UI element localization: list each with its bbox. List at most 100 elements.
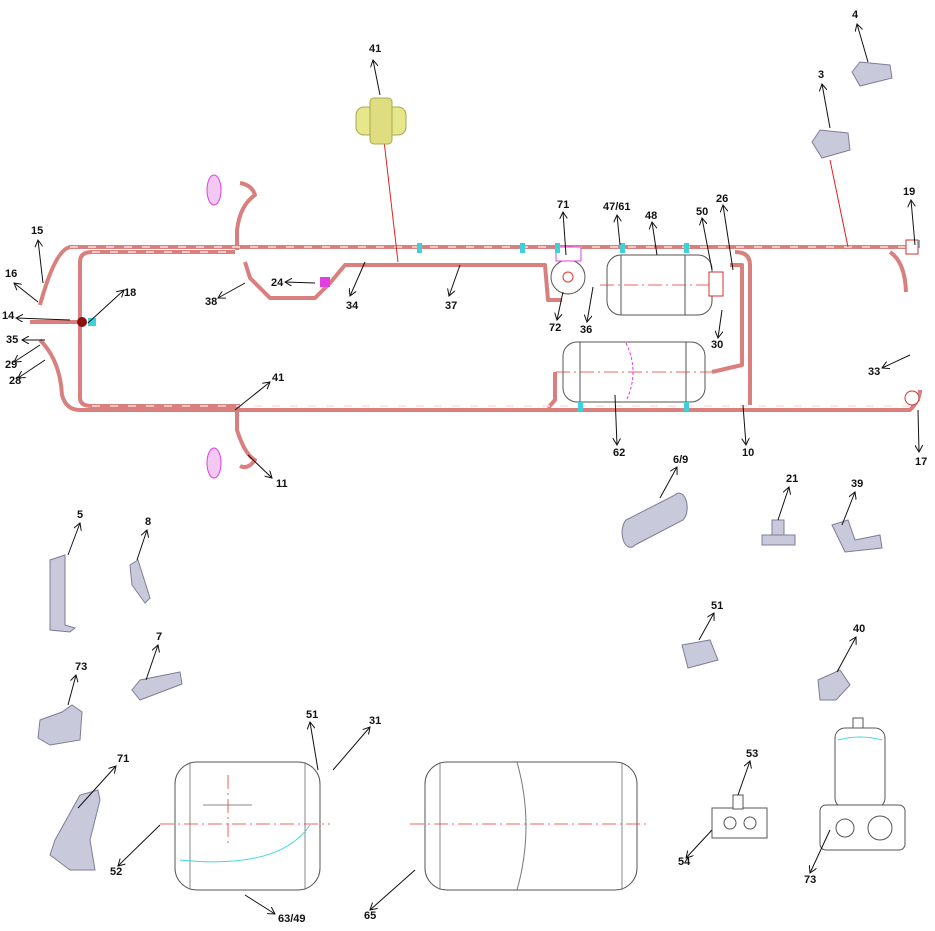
callout-arrow: [244, 894, 275, 914]
valve-block-53: [711, 794, 768, 839]
fitting-24: [320, 277, 330, 287]
callout-arrow: [652, 222, 658, 256]
callout-arrow: [563, 212, 566, 256]
callout-label: 29: [5, 359, 17, 371]
callout-arrow: [18, 359, 46, 378]
callout-label: 47/61: [603, 201, 631, 213]
callout-arrow: [16, 318, 71, 320]
callout-label: 54: [678, 856, 691, 868]
callout-arrow: [743, 404, 746, 445]
callout-label: 21: [786, 473, 798, 485]
block-4: [851, 61, 893, 87]
callout-arrow: [14, 344, 41, 362]
callout-label: 6/9: [673, 454, 688, 466]
callout-label: 26: [716, 193, 728, 205]
callout-arrow: [882, 354, 911, 368]
callout-arrow: [38, 240, 44, 284]
callout-label: 53: [746, 748, 758, 760]
callout-label: 33: [868, 366, 880, 378]
callout-label: 28: [9, 375, 21, 387]
callout-label: 34: [346, 300, 359, 312]
callout-label: 19: [903, 186, 915, 198]
callout-label: 37: [445, 300, 457, 312]
valve-17: [904, 390, 920, 406]
callout-arrow: [686, 829, 713, 858]
callout-label: 40: [853, 623, 865, 635]
callout-arrow: [218, 282, 246, 298]
callout-label: 17: [915, 456, 927, 468]
callout-label: 10: [742, 447, 754, 459]
callout-arrow: [247, 454, 272, 478]
callout-arrow: [617, 215, 620, 246]
callout-label: 48: [645, 210, 657, 222]
bracket-5: [49, 554, 77, 633]
callout-arrow: [918, 409, 919, 452]
callout-arrow: [14, 283, 39, 303]
callout-arrow: [841, 492, 855, 526]
callout-arrow: [373, 60, 381, 96]
callout-arrow: [332, 727, 370, 771]
callout-arrow: [67, 523, 80, 556]
tank-48: [600, 254, 718, 316]
callout-label: 31: [369, 715, 381, 727]
callout-label: 30: [711, 339, 723, 351]
callout-label: 71: [117, 753, 129, 765]
callout-arrow: [698, 613, 714, 641]
callout-label: 24: [271, 277, 284, 289]
callout-label: 72: [549, 322, 561, 334]
callout-label: 73: [804, 874, 816, 886]
callout-arrow: [370, 869, 416, 910]
callout-arrow: [822, 84, 831, 129]
callout-label: 63/49: [278, 913, 306, 925]
callout-label: 5: [77, 509, 83, 521]
callout-label: 18: [124, 287, 136, 299]
relation-line: [829, 159, 849, 248]
callout-label: 41: [272, 372, 284, 384]
callout-arrow: [87, 290, 124, 324]
callout-arrow: [587, 286, 594, 322]
callout-arrow: [145, 645, 158, 681]
callout-label: 16: [5, 268, 17, 280]
callout-arrow: [615, 394, 617, 445]
callout-label: 3: [818, 69, 824, 81]
callout-arrow: [702, 218, 713, 271]
tank-left-view: [160, 761, 330, 891]
tank-62: [556, 341, 712, 403]
callout-label: 36: [580, 324, 592, 336]
callout-label: 15: [31, 225, 43, 237]
callout-label: 4: [852, 9, 859, 21]
callout-label: 41: [369, 43, 381, 55]
callout-arrow: [557, 291, 564, 320]
callout-label: 14: [2, 310, 15, 322]
bracket-7: [131, 671, 183, 701]
callout-arrow: [234, 382, 270, 411]
bracket-71: [49, 789, 101, 871]
relation-line: [382, 131, 399, 263]
valve-41-part: [355, 97, 407, 145]
fitting-51: [681, 639, 719, 669]
callout-arrow: [118, 824, 161, 866]
callout-label: 8: [145, 516, 151, 528]
tee-21: [761, 519, 796, 546]
callout-label: 11: [276, 478, 288, 490]
callout-label: 38: [205, 296, 217, 308]
callout-arrow: [77, 766, 116, 809]
valve-50: [708, 271, 724, 297]
air-dryer: [819, 717, 906, 851]
callout-label: 50: [696, 206, 708, 218]
callout-arrow: [911, 200, 915, 246]
callout-arrow: [723, 205, 734, 271]
callout-arrow: [449, 264, 461, 296]
callout-arrow: [857, 24, 869, 63]
callout-label: 65: [364, 910, 376, 922]
callout-label: 62: [613, 447, 625, 459]
valve-18: [77, 317, 87, 327]
callout-arrow: [810, 829, 831, 873]
pipe-network: [30, 181, 922, 470]
bracket-8: [129, 559, 151, 604]
callout-label: 35: [6, 334, 18, 346]
callout-label: 71: [557, 199, 569, 211]
